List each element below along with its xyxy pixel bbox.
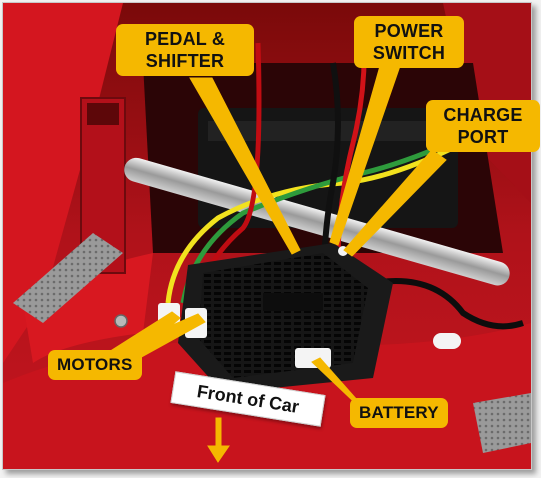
left-strap bbox=[13, 233, 123, 323]
controller-box bbox=[178, 243, 393, 393]
motors-label: MOTORS bbox=[48, 350, 142, 380]
right-strap bbox=[473, 393, 531, 453]
charge-port-connector bbox=[338, 246, 348, 256]
left-body-panel bbox=[3, 3, 123, 363]
motor-connector-right bbox=[185, 308, 207, 338]
black-wire-right bbox=[372, 278, 524, 330]
cable-clip bbox=[433, 333, 461, 349]
motor-connector-left bbox=[158, 303, 180, 333]
battery-connector bbox=[295, 348, 331, 368]
battery-label-strip bbox=[208, 121, 448, 141]
charge-port-label: CHARGE PORT bbox=[426, 100, 540, 152]
power-switch-label: POWER SWITCH bbox=[354, 16, 464, 68]
square-post-hole bbox=[87, 103, 119, 125]
pedal-shifter-label: PEDAL & SHIFTER bbox=[116, 24, 254, 76]
screw bbox=[114, 314, 128, 328]
battery-label: BATTERY bbox=[350, 398, 448, 428]
